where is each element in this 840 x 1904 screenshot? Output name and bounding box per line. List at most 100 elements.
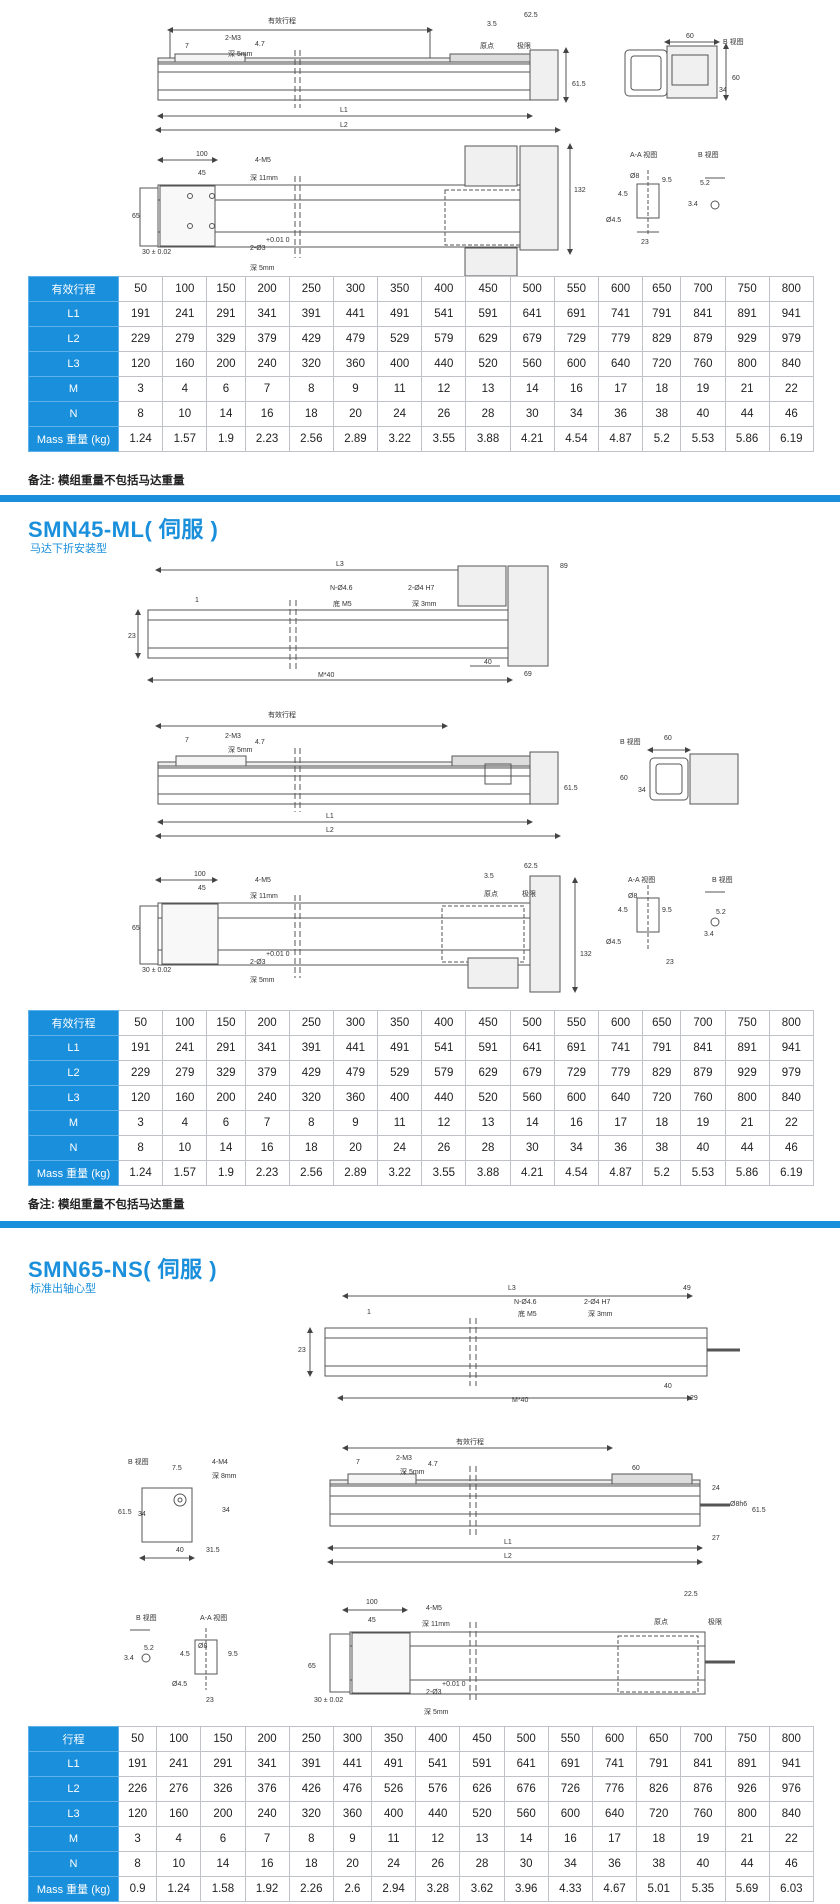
- table-cell: 21: [724, 1110, 770, 1136]
- s1-label-stroke: 有效行程: [268, 16, 296, 25]
- table-cell: 3.55: [421, 1160, 467, 1186]
- table-cell: 541: [421, 1035, 467, 1061]
- table-cell: 100: [156, 1726, 202, 1752]
- table-cell: 400: [421, 1010, 467, 1036]
- table-cell: 10: [162, 401, 208, 427]
- table-cell: 350: [377, 1010, 423, 1036]
- table-cell: 9: [332, 376, 379, 402]
- table-cell: 40: [680, 1851, 726, 1877]
- s2-label-m40: M*40: [318, 672, 334, 679]
- s2-label-L1: L1: [326, 813, 334, 820]
- table-cell: 591: [459, 1751, 505, 1777]
- s2-label-origin: 原点: [484, 890, 498, 898]
- table-cell: 800: [768, 1010, 815, 1036]
- table-cell: 341: [244, 1751, 290, 1777]
- s3-label-40: 40: [664, 1383, 672, 1390]
- s3-label-d8: Ø8h6: [730, 1501, 747, 1508]
- table-cell: 50: [117, 276, 164, 302]
- table-cell: 320: [288, 351, 334, 377]
- table-cell: 17: [598, 1110, 644, 1136]
- table-cell: 791: [642, 1035, 682, 1061]
- table-cell: 120: [117, 1085, 164, 1111]
- table-cell: 541: [415, 1751, 461, 1777]
- table-cell: 16: [553, 1110, 600, 1136]
- table-cell: 700: [680, 1010, 726, 1036]
- table-cell: 200: [244, 276, 290, 302]
- s3-label-75: 7.5: [172, 1465, 182, 1472]
- table-cell: 24: [377, 401, 423, 427]
- table-cell: 14: [206, 1135, 246, 1161]
- s2-label-65: 65: [132, 925, 140, 932]
- s2-label-nd46: N-Ø4.6: [330, 585, 353, 592]
- table-cell: 6.19: [768, 1160, 815, 1186]
- table-cell: 976: [768, 1776, 815, 1802]
- s1-label-45b: 4.5: [618, 191, 628, 198]
- table-cell: 400: [421, 276, 467, 302]
- s2-label-100: 100: [194, 871, 206, 878]
- s3-label-4m4: 4-M4: [212, 1459, 228, 1466]
- table-cell: 741: [591, 1751, 638, 1777]
- table-cell: 1.24: [117, 426, 164, 452]
- table-cell: 10: [156, 1851, 202, 1877]
- s1-label-45: 45: [198, 170, 206, 177]
- table-cell: 5.35: [680, 1876, 726, 1902]
- s2-label-60b: 60: [620, 775, 628, 782]
- table-cell: 44: [724, 1135, 770, 1161]
- table-cell: 241: [162, 301, 208, 327]
- table-cell: 1.58: [200, 1876, 246, 1902]
- s3-label-bview: B 视图: [128, 1457, 149, 1466]
- table-cell: 28: [459, 1851, 505, 1877]
- s2-label-bview2: B 视图: [712, 875, 733, 884]
- table-cell: 3: [117, 1826, 158, 1852]
- s2-label-depth3: 深 3mm: [412, 599, 437, 608]
- table-cell: 700: [680, 276, 726, 302]
- table-cell: 450: [459, 1726, 505, 1752]
- s1-label-7: 7: [185, 43, 189, 50]
- table-cell: 1.92: [244, 1876, 290, 1902]
- table-cell: 28: [465, 1135, 511, 1161]
- s2-label-4m5: 4-M5: [255, 877, 271, 884]
- table-cell: 760: [680, 1801, 726, 1827]
- row-header: 行程: [28, 1726, 119, 1752]
- table-cell: 841: [680, 1751, 726, 1777]
- table-cell: 5.86: [724, 426, 770, 452]
- table-cell: 16: [244, 1135, 290, 1161]
- table-cell: 5.53: [680, 1160, 726, 1186]
- table-cell: 13: [465, 376, 511, 402]
- s1-label-34b: 3.4: [688, 201, 698, 208]
- table-cell: 520: [459, 1801, 505, 1827]
- s2-label-L3: L3: [336, 561, 344, 568]
- table-cell: 46: [768, 1851, 815, 1877]
- table-cell: 191: [117, 1035, 164, 1061]
- table-cell: 3.62: [459, 1876, 505, 1902]
- s2-label-52: 5.2: [716, 909, 726, 916]
- table-cell: 320: [288, 1085, 334, 1111]
- table-cell: 13: [459, 1826, 505, 1852]
- table-cell: 14: [509, 376, 555, 402]
- s3-end-view: [139, 1487, 195, 1561]
- table-cell: 4.54: [553, 426, 600, 452]
- s1-label-L1: L1: [340, 107, 348, 114]
- table-cell: 2.89: [332, 426, 379, 452]
- table-cell: 391: [288, 1035, 334, 1061]
- s3-label-L3: L3: [508, 1285, 516, 1292]
- table-cell: 5.01: [636, 1876, 682, 1902]
- s2-label-aa: A-A 视图: [628, 875, 655, 884]
- table-cell: 529: [377, 1060, 423, 1086]
- table-cell: 8: [288, 1110, 334, 1136]
- table-cell: 441: [332, 1751, 373, 1777]
- table-cell: 18: [288, 1851, 334, 1877]
- s3-label-depth5b: 深 5mm: [424, 1707, 449, 1716]
- table-cell: 329: [206, 326, 246, 352]
- table-cell: 400: [371, 1801, 417, 1827]
- row-header: L3: [28, 1085, 119, 1111]
- s2-label-depth5: 深 5mm: [228, 745, 253, 754]
- table-cell: 720: [642, 351, 682, 377]
- table-cell: 13: [465, 1110, 511, 1136]
